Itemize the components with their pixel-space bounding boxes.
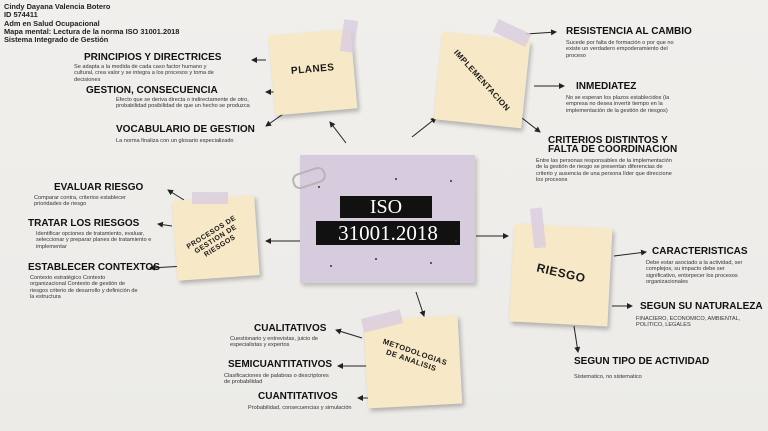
cualitativos-desc: Cuestionario y entrevistas, juicio de es… — [230, 336, 318, 349]
gestion-desc: Efecto que se deriva directa o indirecta… — [116, 97, 250, 110]
arrow-center-metodologias — [415, 291, 426, 317]
naturaleza-desc: FINACIERO, ECONOMICO, AMBIENTAL, POLITIC… — [636, 316, 741, 329]
principios-desc: Se adapta a la medida de cada caso facto… — [74, 64, 214, 83]
establecer-desc: Contexto estratégico Contexto organizaci… — [30, 275, 138, 300]
criterios-title: CRITERIOS DISTINTOS Y FALTA DE COORDINAC… — [548, 135, 678, 155]
cuanti-desc: Probabilidad, consecuencias y simulación — [248, 405, 352, 411]
evaluar-title: EVALUAR RIESGO — [54, 182, 144, 193]
center-note — [300, 155, 475, 283]
subject: Sistema Integrado de Gestión — [4, 35, 109, 45]
arrow-criterios — [521, 117, 541, 133]
center-title-iso: ISO — [340, 196, 432, 218]
author-name: Cindy Dayana Valencia Botero — [4, 2, 111, 11]
resistencia-title: RESISTENCIA AL CAMBIO — [566, 26, 692, 37]
gestion-title: GESTION, CONSECUENCIA — [86, 85, 218, 96]
tratar-desc: Identificar opciones de tratamiento, eva… — [36, 231, 152, 250]
program: Adm en Salud Ocupacional — [4, 18, 100, 28]
tipo-title: SEGUN TIPO DE ACTIVIDAD — [574, 356, 710, 367]
caracteristicas-desc: Debe estar asociado a la actividad, ser … — [646, 260, 743, 285]
vocabulario-desc: La norma finaliza con un glosario especi… — [116, 138, 234, 144]
semi-desc: Clasificaciones de palabras o descriptor… — [224, 373, 329, 386]
criterios-title-line2: FALTA DE COORDINACION — [548, 144, 678, 155]
metodologias-note: METODOLOGIAS DE ANALISIS — [363, 315, 463, 409]
riesgo-note: RIESGO — [509, 223, 613, 327]
arrow-tratar — [157, 221, 173, 228]
assignment-title: Mapa mental: Lectura de la norma ISO 310… — [4, 26, 180, 36]
semi-title: SEMICUANTITATIVOS — [228, 359, 333, 370]
decor-dot — [395, 178, 397, 180]
arrow-caracteristicas — [613, 249, 647, 257]
decor-dot — [450, 180, 452, 182]
criterios-title-line1: CRITERIOS DISTINTOS Y — [548, 135, 668, 146]
center-title-number: 31001.2018 — [316, 221, 460, 245]
criterios-desc: Entre las personas responsables de la im… — [536, 158, 672, 183]
inmediatez-desc: No se esperan los plazos establecidos (l… — [566, 95, 670, 114]
planes-label: PLANES — [290, 62, 335, 77]
naturaleza-title: SEGUN SU NATURALEZA — [640, 301, 763, 312]
resistencia-desc: Sucede por falta de formación o por que … — [566, 40, 674, 59]
tipo-desc: Sistematico, no sistematico — [574, 374, 642, 380]
principios-title: PRINCIPIOS Y DIRECTRICES — [84, 52, 222, 63]
caracteristicas-title: CARACTERISTICAS — [652, 246, 748, 257]
implementacion-note: IMPLEMENTACION — [433, 31, 531, 129]
cualitativos-title: CUALITATIVOS — [254, 323, 327, 334]
decor-dot — [455, 240, 457, 242]
establecer-title: ESTABLECER CONTEXTOS — [28, 262, 160, 273]
inmediatez-title: INMEDIATEZ — [576, 81, 637, 92]
arrow-center-planes — [329, 121, 347, 144]
arrow-cualitativos — [335, 328, 363, 339]
procesos-note: PROCESOS DE GESTION DE RIESGOS — [172, 195, 260, 281]
evaluar-desc: Comparar contra, criterios establecer pr… — [34, 195, 127, 208]
decor-dot — [375, 258, 377, 260]
tape — [192, 192, 228, 204]
cuanti-title: CUANTITATIVOS — [258, 391, 338, 402]
implementacion-label: IMPLEMENTACION — [452, 48, 512, 113]
author-id: ID 574411 — [4, 10, 38, 20]
arrow-evaluar — [167, 189, 185, 201]
riesgo-label: RIESGO — [535, 260, 587, 286]
author-header: Cindy Dayana Valencia Botero ID 574411 A… — [4, 2, 180, 45]
tratar-title: TRATAR LOS RIESGOS — [28, 218, 140, 229]
decor-dot — [330, 265, 332, 267]
arrow-center-implementacion — [411, 117, 437, 138]
decor-dot — [430, 262, 432, 264]
decor-dot — [318, 186, 320, 188]
arrow-tipo — [573, 325, 581, 353]
metodologias-label: METODOLOGIAS DE ANALISIS — [381, 336, 449, 373]
vocabulario-title: VOCABULARIO DE GESTION — [116, 124, 255, 135]
procesos-label: PROCESOS DE GESTION DE RIESGOS — [185, 214, 239, 259]
